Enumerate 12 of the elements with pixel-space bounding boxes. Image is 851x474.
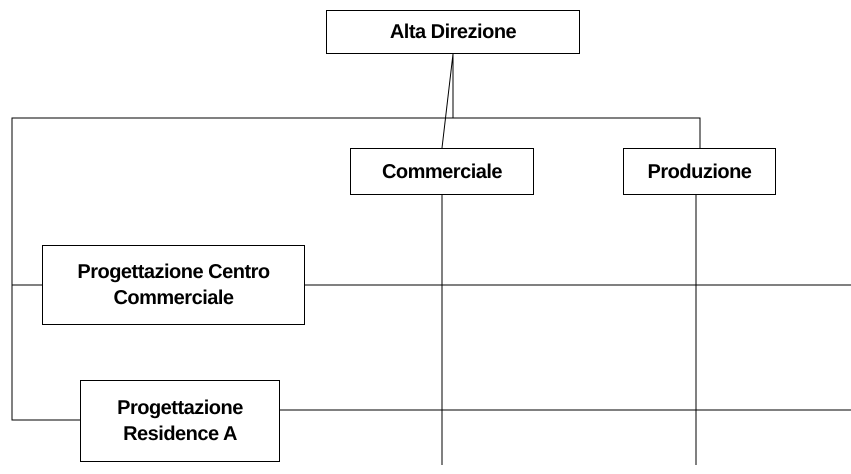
box-label: Commerciale [382, 160, 502, 184]
connector-line [304, 284, 851, 286]
box-label: Progettazione Residence A [116, 396, 244, 447]
org-box [326, 10, 580, 54]
org-box [623, 148, 776, 195]
box-label: Progettazione Centro Commerciale [76, 260, 271, 311]
box-label: Produzione [648, 160, 752, 184]
org-box [42, 245, 305, 325]
org-box [80, 380, 280, 462]
connector-line [442, 54, 454, 148]
box-label: Alta Direzione [390, 20, 516, 45]
org-box [350, 148, 534, 195]
